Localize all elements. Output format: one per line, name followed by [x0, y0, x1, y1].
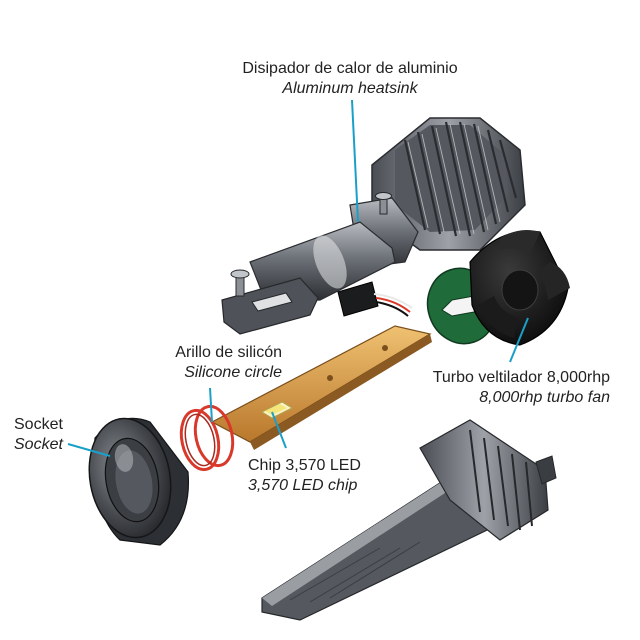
silicone-rings [179, 404, 235, 472]
label-chip-es: Chip 3,570 LED [248, 457, 361, 474]
label-socket-es: Socket [14, 416, 63, 433]
label-chip: Chip 3,570 LED 3,570 LED chip [248, 456, 388, 496]
heatsink-assembly [221, 117, 526, 335]
leader-socket [67, 443, 111, 457]
label-silicone-es: Arillo de silicón [175, 344, 282, 361]
label-fan-en: 8,000rhp turbo fan [479, 389, 610, 406]
label-fan-es: Turbo veltilador 8,000rhp [432, 369, 610, 386]
label-heatsink-en: Aluminum heatsink [282, 80, 418, 97]
label-heatsink-es: Disipador de calor de aluminio [242, 60, 458, 77]
label-socket-en: Socket [14, 436, 63, 453]
leader-chip [271, 411, 287, 449]
leader-fan [509, 317, 529, 363]
leader-silicone [209, 387, 213, 423]
leader-heatsink [351, 99, 359, 223]
turbo-fan [469, 230, 570, 346]
leader-lines [67, 99, 529, 457]
label-socket: Socket Socket [14, 415, 94, 455]
screw-icon [375, 192, 392, 215]
label-silicone: Arillo de silicón Silicone circle [120, 343, 282, 383]
lower-body [261, 419, 557, 621]
label-heatsink: Disipador de calor de aluminio Aluminum … [200, 59, 500, 99]
label-fan: Turbo veltilador 8,000rhp 8,000rhp turbo… [398, 368, 610, 408]
socket [88, 417, 190, 546]
led-board [210, 325, 432, 450]
led-chip-icon [260, 401, 294, 419]
label-chip-en: 3,570 LED chip [248, 477, 358, 494]
label-silicone-en: Silicone circle [184, 364, 282, 381]
screw-icon [230, 269, 250, 297]
